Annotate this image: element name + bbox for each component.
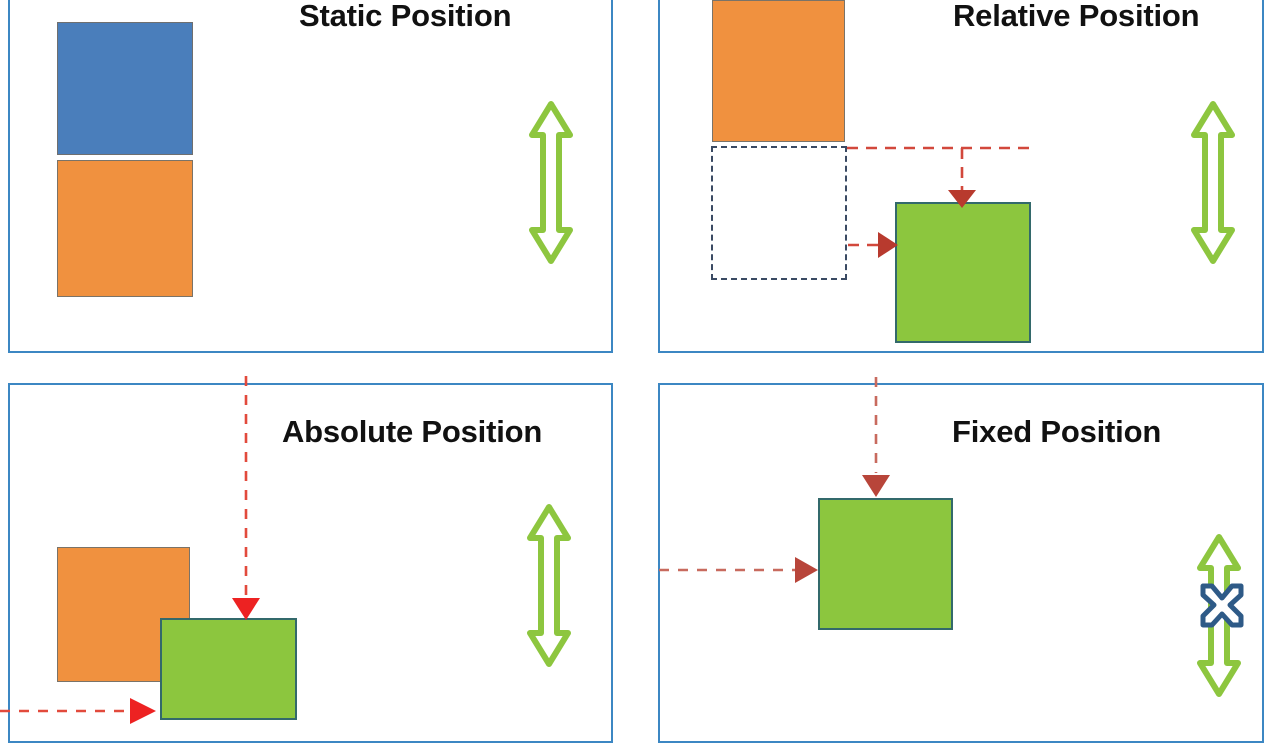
static-vertical-scroll-arrow bbox=[529, 101, 573, 264]
panel-title-static: Static Position bbox=[299, 0, 512, 33]
absolute-green-box bbox=[160, 618, 297, 720]
absolute-vertical-scroll-arrow bbox=[527, 504, 571, 667]
fixed-green-box bbox=[818, 498, 953, 630]
panel-title-absolute: Absolute Position bbox=[282, 414, 543, 449]
relative-original-position-outline bbox=[711, 146, 847, 280]
panel-title-relative: Relative Position bbox=[953, 0, 1200, 33]
panel-fixed-position: Fixed Position bbox=[658, 383, 1264, 743]
static-orange-box bbox=[57, 160, 193, 297]
static-blue-box bbox=[57, 22, 193, 155]
panel-title-fixed: Fixed Position bbox=[952, 414, 1162, 449]
relative-green-box bbox=[895, 202, 1031, 343]
no-scroll-cross-icon bbox=[1200, 583, 1244, 628]
relative-orange-box bbox=[712, 0, 845, 142]
relative-vertical-scroll-arrow bbox=[1191, 101, 1235, 264]
